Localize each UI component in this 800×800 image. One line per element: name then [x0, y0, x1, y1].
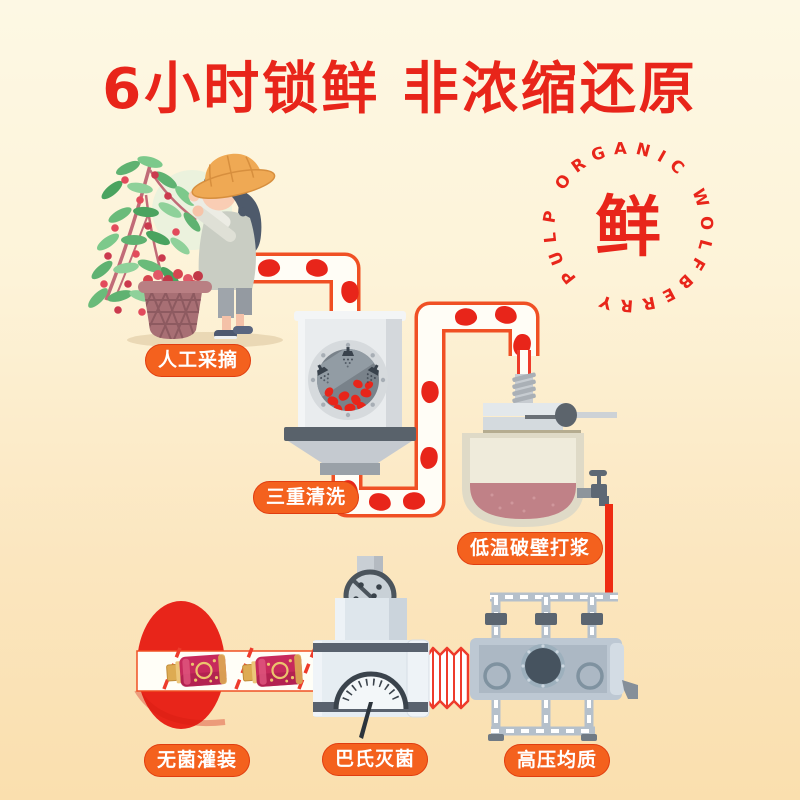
label-pasteurizing: 巴氏灭菌 [322, 743, 429, 776]
freshness-badge: PULP ORGANIC WOLFBERRY 鲜 [539, 139, 708, 316]
pulping-vat-illustration [462, 372, 617, 599]
filling-station-illustration [134, 601, 318, 729]
label-homogenizing: 高压均质 [504, 744, 611, 777]
label-washing: 三重清洗 [253, 481, 360, 514]
pipe-picking-to-washing [236, 252, 361, 334]
page-title: 6小时锁鲜 非浓缩还原 [102, 57, 698, 122]
washing-machine-illustration [284, 311, 416, 475]
homogenizer-pipes [485, 592, 618, 741]
homogenizer-handle [622, 680, 638, 699]
berry-basket-illustration [138, 269, 212, 339]
farmer-illustration [188, 153, 276, 339]
porthole-bolts [310, 342, 386, 418]
pasteurizer-illustration [313, 556, 430, 739]
straw-hat [191, 153, 276, 199]
pressure-gauge [333, 671, 409, 739]
label-picking: 人工采摘 [145, 344, 252, 377]
homogenizer-illustration [470, 592, 638, 741]
label-pulping: 低温破壁打浆 [457, 532, 604, 565]
wolfberry-pulp [470, 483, 576, 519]
juice-line [605, 504, 613, 599]
bellows-connector [426, 646, 470, 710]
badge-center-character: 鲜 [595, 189, 661, 266]
tap-valve [577, 470, 609, 506]
branch-berries [100, 171, 180, 316]
grinder-screw [512, 372, 536, 404]
label-filling: 无菌灌装 [144, 744, 251, 777]
